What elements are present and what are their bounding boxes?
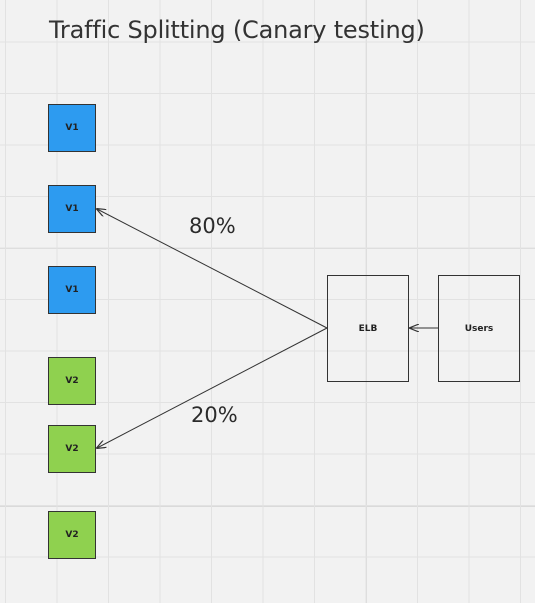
v2-instance-3-label: V2 <box>65 530 79 540</box>
v2-instance-2-label: V2 <box>65 444 79 454</box>
v2-instance-2[interactable]: V2 <box>48 425 96 473</box>
diagram-title: Traffic Splitting (Canary testing) <box>49 16 425 44</box>
v1-split-percent: 80% <box>189 214 236 238</box>
v2-instance-1[interactable]: V2 <box>48 357 96 405</box>
v2-instance-1-label: V2 <box>65 376 79 386</box>
arrow-elb-to-v2 <box>97 327 328 448</box>
v1-instance-3-label: V1 <box>65 285 79 295</box>
v1-instance-3[interactable]: V1 <box>48 266 96 314</box>
elb-box[interactable]: ELB <box>327 275 409 382</box>
users-box[interactable]: Users <box>438 275 520 382</box>
elb-label: ELB <box>358 323 378 334</box>
v2-instance-3[interactable]: V2 <box>48 511 96 559</box>
v1-instance-1-label: V1 <box>65 123 79 133</box>
v1-instance-1[interactable]: V1 <box>48 104 96 152</box>
v1-instance-2-label: V1 <box>65 204 79 214</box>
users-label: Users <box>464 323 494 334</box>
v2-split-percent: 20% <box>191 403 238 427</box>
arrow-elb-to-v1 <box>97 209 328 329</box>
